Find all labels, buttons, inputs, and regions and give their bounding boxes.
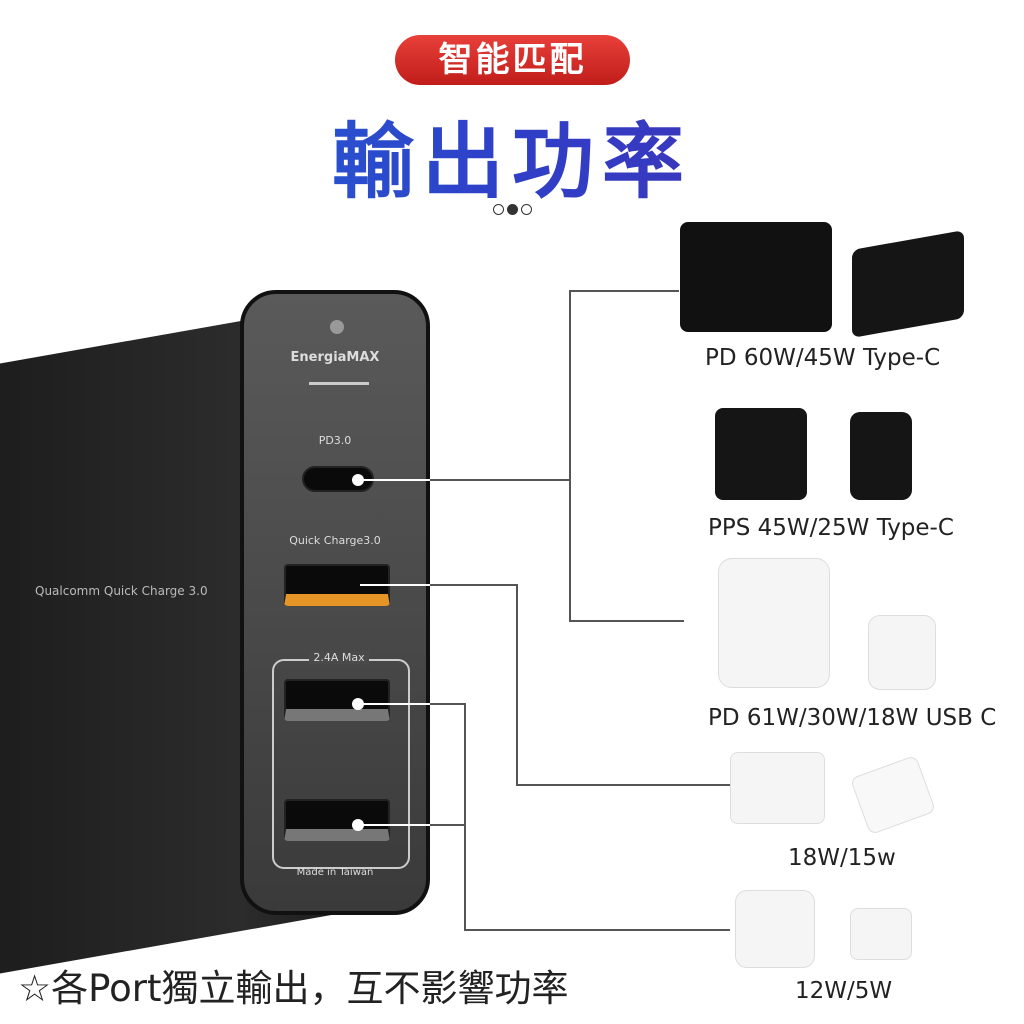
connector-dot — [352, 698, 364, 710]
divider — [309, 382, 369, 385]
product-pd61w-adapter — [718, 558, 830, 688]
led-indicator — [330, 320, 344, 334]
charger-face: EnergiaMAX PD3.0 Quick Charge3.0 2.4A Ma… — [240, 290, 430, 915]
connector-dot — [352, 474, 364, 486]
carousel-dot[interactable] — [521, 204, 532, 215]
usb-label: 2.4A Max — [309, 651, 369, 664]
product-pd45w-adapter — [852, 230, 964, 338]
group-label: PPS 45W/25W Type-C — [708, 515, 954, 541]
product-qc18w-adapter — [730, 752, 825, 824]
page-title: 輸出功率 — [0, 95, 1024, 214]
usb-a-port-1 — [284, 679, 390, 721]
connector-line — [569, 620, 684, 622]
group-label: 18W/15w — [788, 845, 896, 871]
connector-line — [569, 290, 679, 292]
group-label: PD 60W/45W Type-C — [705, 345, 941, 371]
connector-line — [430, 584, 517, 586]
connector-dot — [352, 819, 364, 831]
pd-label: PD3.0 — [318, 434, 352, 447]
carousel-dot[interactable] — [493, 204, 504, 215]
connector-line — [516, 584, 518, 786]
group-label: PD 61W/30W/18W USB C — [708, 705, 997, 731]
qc-usb-port — [284, 564, 390, 606]
product-12w-adapter — [735, 890, 815, 968]
product-pd18w-adapter — [868, 615, 936, 690]
footer-note: ☆各Port獨立輸出，互不影響功率 — [18, 967, 569, 1010]
connector-line — [360, 824, 465, 826]
connector-line — [430, 824, 465, 826]
group-label: 12W/5W — [795, 978, 893, 1004]
made-in-label: Made in Taiwan — [296, 867, 374, 878]
connector-line — [464, 929, 730, 931]
product-15w-adapter — [849, 754, 937, 836]
connector-line — [430, 479, 570, 481]
carousel-dot-active[interactable] — [507, 204, 518, 215]
product-5w-adapter — [850, 908, 912, 960]
connector-line — [430, 703, 465, 705]
connector-line — [360, 703, 465, 705]
qualcomm-logo: Qualcomm Quick Charge 3.0 — [35, 584, 208, 598]
connector-line — [464, 703, 466, 931]
connector-line — [569, 290, 571, 622]
feature-badge: 智能匹配 — [395, 35, 630, 85]
product-pd60w-adapter — [680, 222, 832, 332]
connector-line — [516, 784, 730, 786]
product-pps25w-adapter — [850, 412, 912, 500]
qc-label: Quick Charge3.0 — [289, 534, 381, 547]
product-pps45w-adapter — [715, 408, 807, 500]
brand-logo: EnergiaMAX — [290, 350, 380, 365]
usb-a-port-2 — [284, 799, 390, 841]
